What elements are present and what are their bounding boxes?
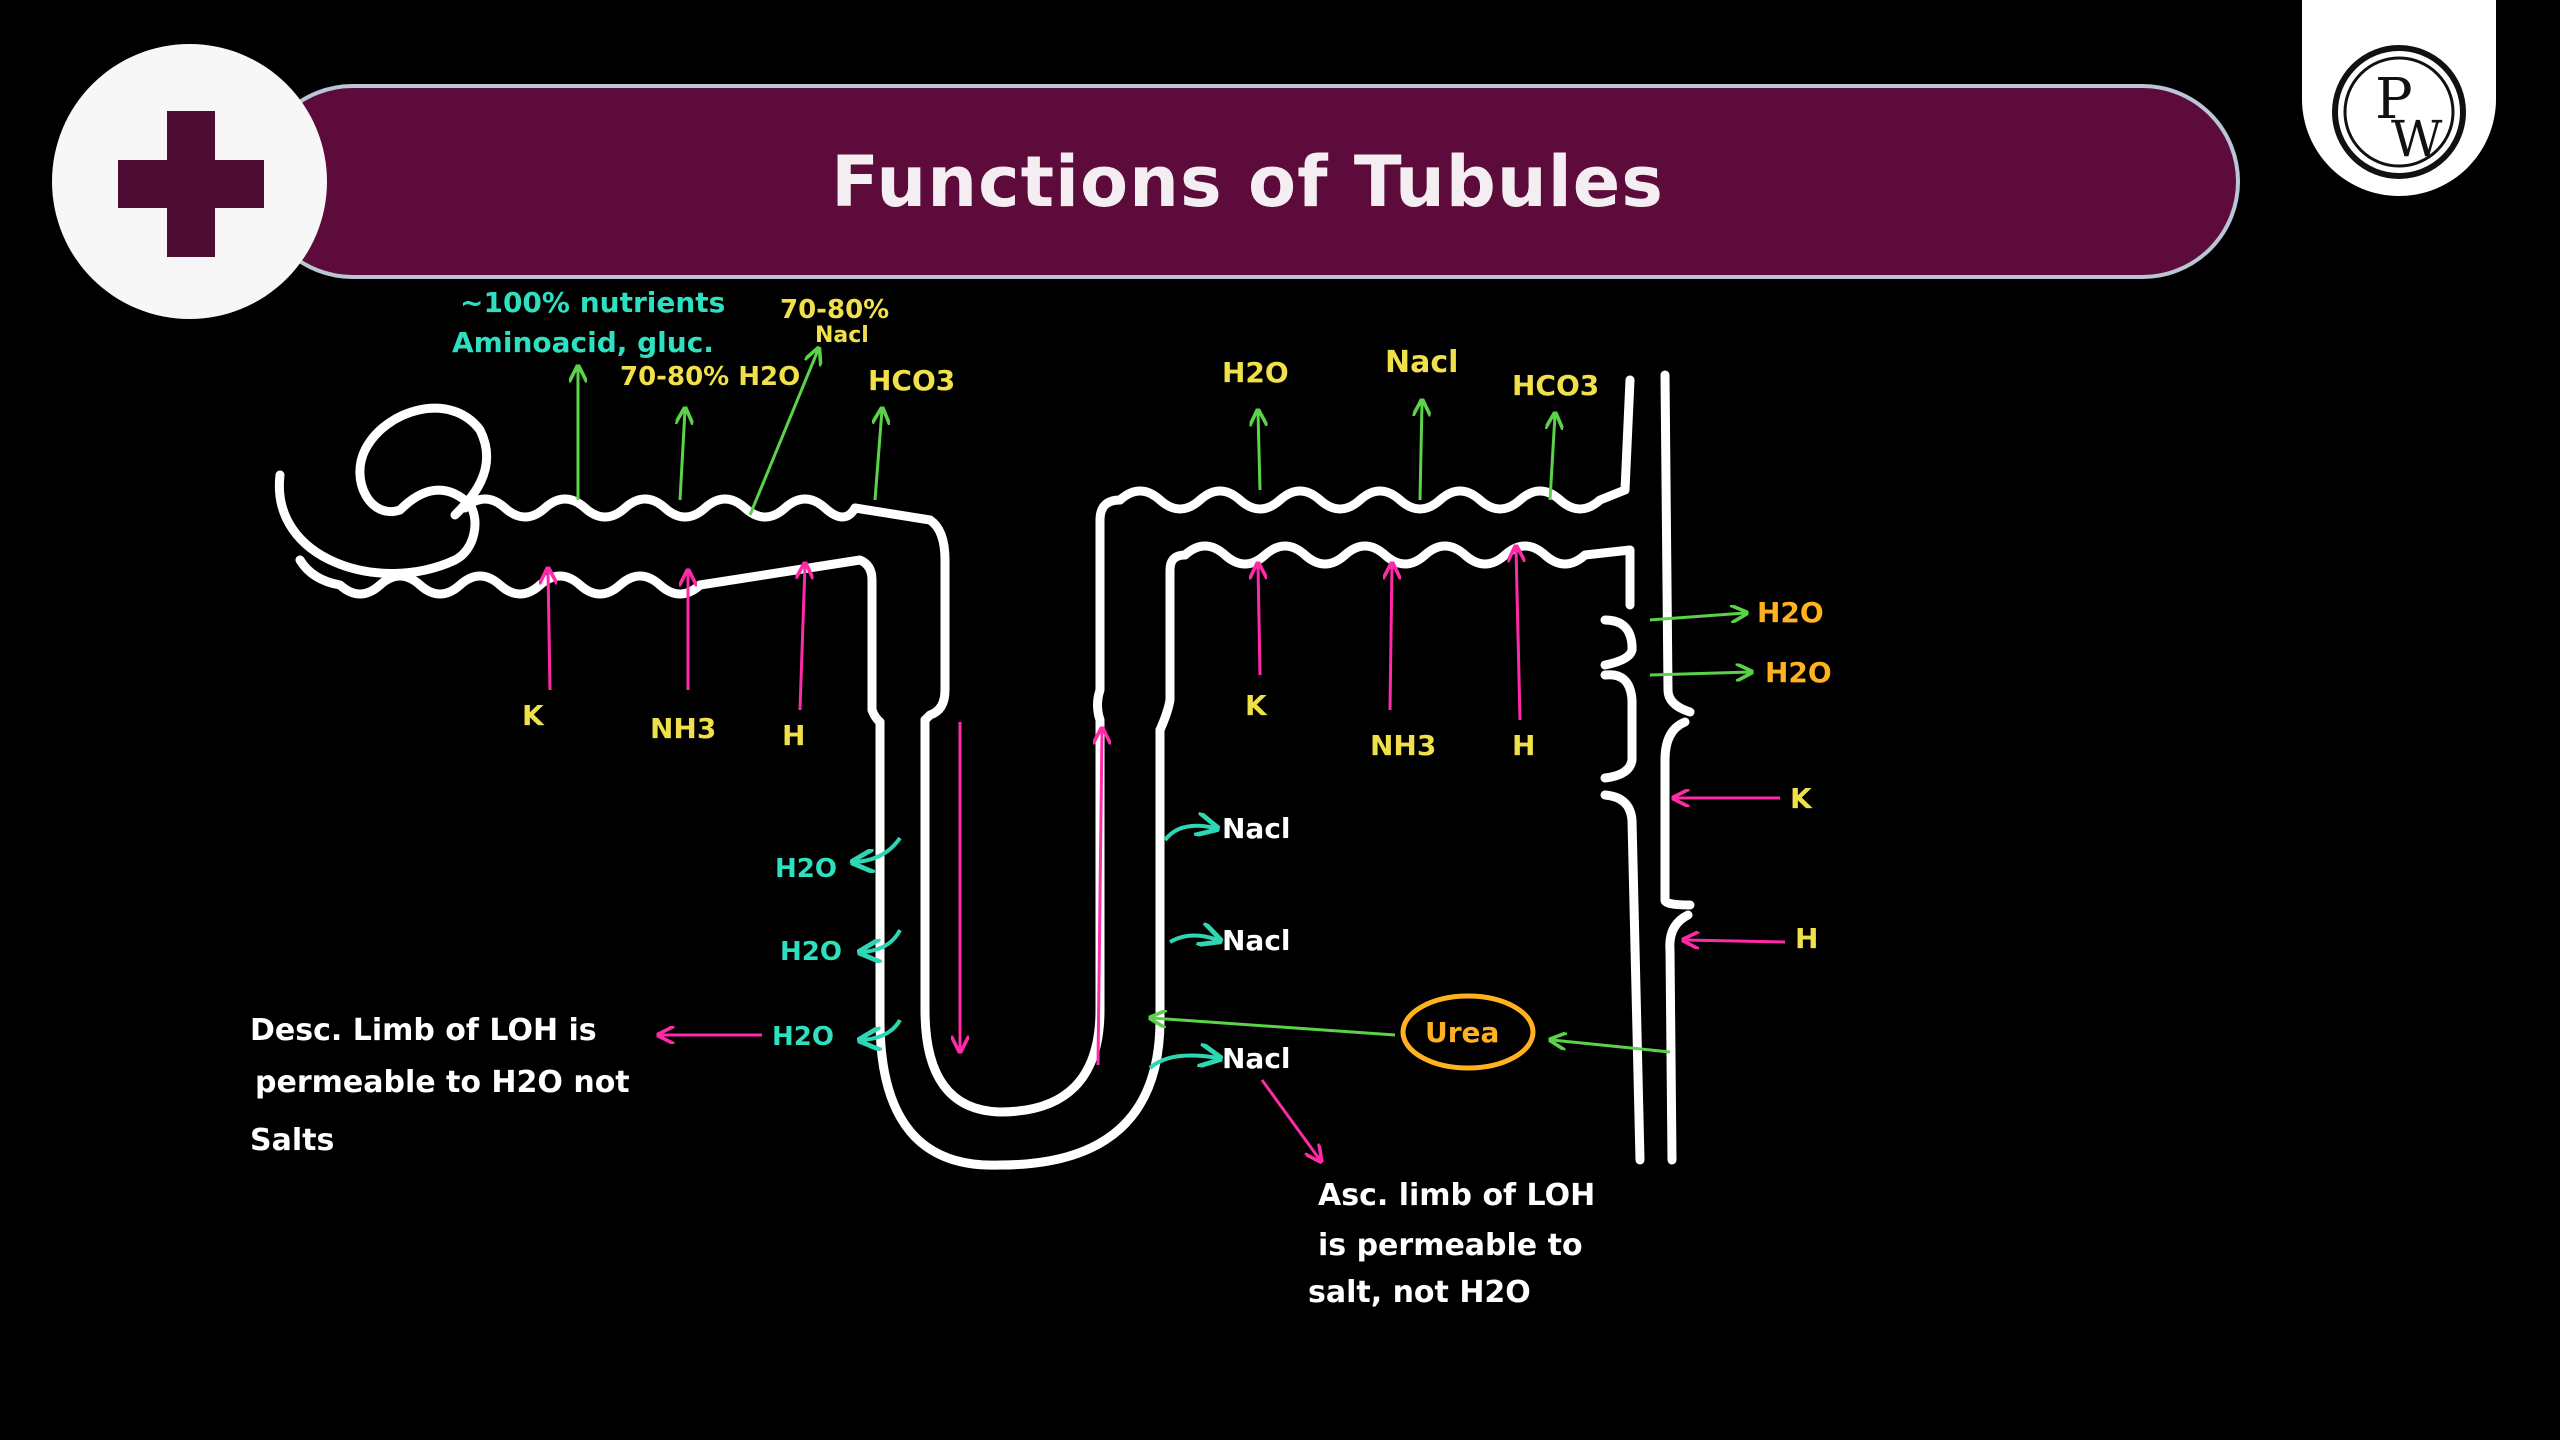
title-banner: Functions of Tubules xyxy=(255,84,2240,279)
plus-icon xyxy=(118,111,264,257)
desc-water-arrow-1 xyxy=(855,836,902,862)
urea-reabsorption-arrow xyxy=(1552,1040,1671,1054)
asc-note-line-3: salt, not H2O xyxy=(1308,1275,1531,1310)
asc-nacl-arrow-3 xyxy=(1148,1056,1218,1070)
desc-h2o-label-3: H2O xyxy=(772,1022,834,1052)
svg-text:W: W xyxy=(2391,110,2443,168)
cd-h2o-arrow-1 xyxy=(1649,613,1745,620)
dct-hco3-label: HCO3 xyxy=(1512,369,1599,402)
svg-text:P: P xyxy=(2375,67,2413,132)
dct-nacl-label: Nacl xyxy=(1385,345,1458,380)
asc-note-line-2: is permeable to xyxy=(1318,1228,1583,1263)
pct-k-arrow xyxy=(548,570,550,691)
asc-limb-outer xyxy=(1093,495,1125,725)
urea-ellipse xyxy=(1400,993,1536,1071)
pct-water-label: 70-80% H2O xyxy=(620,362,800,392)
dct-nh3-arrow xyxy=(1390,565,1392,711)
pw-logo: P W xyxy=(2332,45,2466,179)
asc-nacl-label-2: Nacl xyxy=(1222,924,1291,957)
asc-nacl-label-3: Nacl xyxy=(1222,1042,1291,1075)
asc-flow-arrow xyxy=(1098,730,1102,1066)
collecting-duct-left xyxy=(1600,615,1637,670)
pct-water-arrow xyxy=(680,410,685,501)
pct-hco3-arrow xyxy=(875,410,882,501)
desc-note-line-3: Salts xyxy=(250,1123,334,1158)
dct-nacl-arrow xyxy=(1420,402,1422,501)
pct-nacl-word-label: Nacl xyxy=(815,323,869,348)
cd-k-label: K xyxy=(1790,782,1813,815)
dct-h-arrow xyxy=(1516,548,1520,721)
dct-h2o-arrow xyxy=(1258,412,1260,491)
dct-nh3-label: NH3 xyxy=(1370,729,1436,762)
cd-h2o-arrow-2 xyxy=(1649,672,1750,675)
pct-inner-wall xyxy=(295,555,885,727)
pct-nutrients-label: ~100% nutrients xyxy=(460,286,725,319)
dct-h2o-label: H2O xyxy=(1222,356,1289,389)
pct-nacl-pct-label: 70-80% xyxy=(780,295,889,325)
asc-note-line-1: Asc. limb of LOH xyxy=(1318,1178,1595,1213)
desc-note-line-1: Desc. Limb of LOH is xyxy=(250,1013,597,1048)
desc-h2o-label-1: H2O xyxy=(775,854,837,884)
asc-nacl-label-1: Nacl xyxy=(1222,812,1291,845)
desc-water-arrow-2 xyxy=(862,929,902,952)
urea-label: Urea xyxy=(1425,1016,1499,1049)
pct-nacl-arrow xyxy=(748,350,818,516)
asc-nacl-arrow-2 xyxy=(1168,935,1218,942)
asc-nacl-arrow-1 xyxy=(1163,826,1215,842)
asc-limb-inner xyxy=(1155,550,1190,735)
pct-hco3-label: HCO3 xyxy=(868,364,955,397)
collecting-duct-right xyxy=(1660,370,1695,717)
pct-nh3-label: NH3 xyxy=(650,712,716,745)
dct-outer-wall xyxy=(1115,375,1635,514)
page-title: Functions of Tubules xyxy=(831,140,1664,223)
dct-hco3-arrow xyxy=(1550,415,1555,501)
dct-h-label: H xyxy=(1512,729,1535,762)
pct-h-arrow xyxy=(800,565,805,711)
asc-note-arrow xyxy=(1260,1079,1320,1160)
bowmans-capsule xyxy=(274,403,492,578)
dct-k-label: K xyxy=(1245,689,1268,722)
urea-to-loop-arrow xyxy=(1152,1018,1396,1037)
desc-water-arrow-3 xyxy=(862,1018,902,1040)
cd-h2o-label-1: H2O xyxy=(1757,596,1824,629)
dct-inner-wall xyxy=(1180,541,1635,610)
pct-k-label: K xyxy=(522,699,545,732)
desc-h2o-label-2: H2O xyxy=(780,937,842,967)
dct-k-arrow xyxy=(1258,565,1260,676)
desc-limb-outer xyxy=(875,717,1165,1170)
desc-note-line-2: permeable to H2O not xyxy=(255,1065,630,1100)
cd-h-arrow xyxy=(1685,940,1786,942)
cd-h2o-label-2: H2O xyxy=(1765,656,1832,689)
cd-h-label: H xyxy=(1795,922,1818,955)
pct-amino-label: Aminoacid, gluc. xyxy=(452,326,714,359)
pct-h-label: H xyxy=(782,719,805,752)
desc-limb-inner xyxy=(920,715,1105,1117)
pct-outer-wall xyxy=(460,494,950,725)
